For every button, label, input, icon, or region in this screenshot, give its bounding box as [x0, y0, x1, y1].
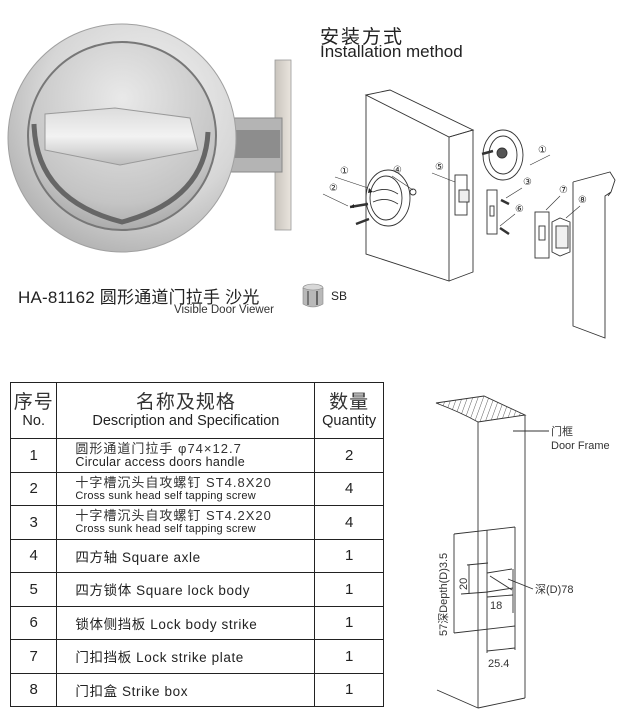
- product-photo-round-handle: [7, 23, 292, 253]
- finish-code: SB: [331, 289, 348, 303]
- finish-swatch-icon: [302, 283, 324, 308]
- row-quantity: 1: [314, 572, 384, 607]
- header-description: 名称及规格 Description and Specification: [56, 382, 316, 439]
- row-quantity: 2: [314, 438, 384, 473]
- table-row: 4 四方轴 Square axle 1: [9, 538, 384, 573]
- header-no: 序号 No.: [9, 382, 58, 439]
- row-quantity: 1: [314, 672, 384, 707]
- row-description: 十字槽沉头自攻螺钉 ST4.8X20 Cross sunk head self …: [56, 471, 316, 506]
- dim-width: 25.4: [488, 658, 509, 670]
- row-description: 圆形通道门拉手 φ74×12.7 Circular access doors h…: [56, 438, 316, 473]
- row-description: 门扣盒 Strike box: [56, 672, 316, 707]
- table-row: 2 十字槽沉头自攻螺钉 ST4.8X20 Cross sunk head sel…: [9, 471, 384, 506]
- row-no: 2: [9, 471, 58, 506]
- dim-depth-right: 深(D)78: [535, 583, 574, 596]
- row-description: 门扣挡板 Lock strike plate: [56, 639, 316, 674]
- row-description: 锁体侧挡板 Lock body strike: [56, 605, 316, 640]
- row-quantity: 4: [314, 471, 384, 506]
- frame-label-en: Door Frame: [551, 440, 610, 452]
- header-quantity: 数量 Quantity: [314, 382, 384, 439]
- installation-title-zh: 安装方式: [320, 27, 405, 48]
- callout-3: ③: [523, 177, 532, 188]
- row-no: 5: [9, 572, 58, 607]
- callout-1: ①: [340, 166, 349, 177]
- product-subcaption: Visible Door Viewer: [174, 304, 274, 316]
- row-description: 四方锁体 Square lock body: [56, 572, 316, 607]
- row-no: 6: [9, 605, 58, 640]
- row-quantity: 4: [314, 505, 384, 540]
- callout-6: ⑥: [515, 204, 524, 215]
- table-row: 6 锁体侧挡板 Lock body strike 1: [9, 605, 384, 640]
- row-no: 8: [9, 672, 58, 707]
- callout-4: ④: [393, 165, 402, 176]
- callout-8: ⑧: [578, 195, 587, 206]
- table-row: 7 门扣挡板 Lock strike plate 1: [9, 639, 384, 674]
- door-frame-dimension-diagram: 门框 Door Frame 57深Depth(D)3.5 20 18 深(D)7…: [435, 395, 610, 709]
- dim-20: 20: [458, 578, 470, 590]
- dim-18: 18: [490, 600, 502, 612]
- product-caption: HA-81162 圆形通道门拉手 沙光: [18, 288, 260, 307]
- callout-7: ⑦: [559, 185, 568, 196]
- row-quantity: 1: [314, 605, 384, 640]
- frame-label-zh: 门框: [551, 424, 573, 438]
- dim-depth-left: 57深Depth(D)3.5: [437, 553, 450, 636]
- table-header-row: 序号 No. 名称及规格 Description and Specificati…: [9, 382, 384, 439]
- row-no: 1: [9, 438, 58, 473]
- table-row: 8 门扣盒 Strike box 1: [9, 672, 384, 707]
- row-no: 3: [9, 505, 58, 540]
- callout-2: ②: [329, 183, 338, 194]
- row-quantity: 1: [314, 538, 384, 573]
- table-row: 5 四方锁体 Square lock body 1: [9, 572, 384, 607]
- callout-1b: ①: [538, 145, 547, 156]
- specification-table: 序号 No. 名称及规格 Description and Specificati…: [9, 382, 384, 707]
- row-quantity: 1: [314, 639, 384, 674]
- installation-exploded-diagram: ① ② ④ ⑤ ① ③ ⑥ ⑦ ⑧: [322, 89, 616, 339]
- row-description: 十字槽沉头自攻螺钉 ST4.2X20 Cross sunk head self …: [56, 505, 316, 540]
- table-row: 3 十字槽沉头自攻螺钉 ST4.2X20 Cross sunk head sel…: [9, 505, 384, 540]
- callout-5: ⑤: [435, 162, 444, 173]
- installation-title-en: Installation method: [320, 42, 463, 61]
- row-description: 四方轴 Square axle: [56, 538, 316, 573]
- table-row: 1 圆形通道门拉手 φ74×12.7 Circular access doors…: [9, 438, 384, 473]
- row-no: 4: [9, 538, 58, 573]
- row-no: 7: [9, 639, 58, 674]
